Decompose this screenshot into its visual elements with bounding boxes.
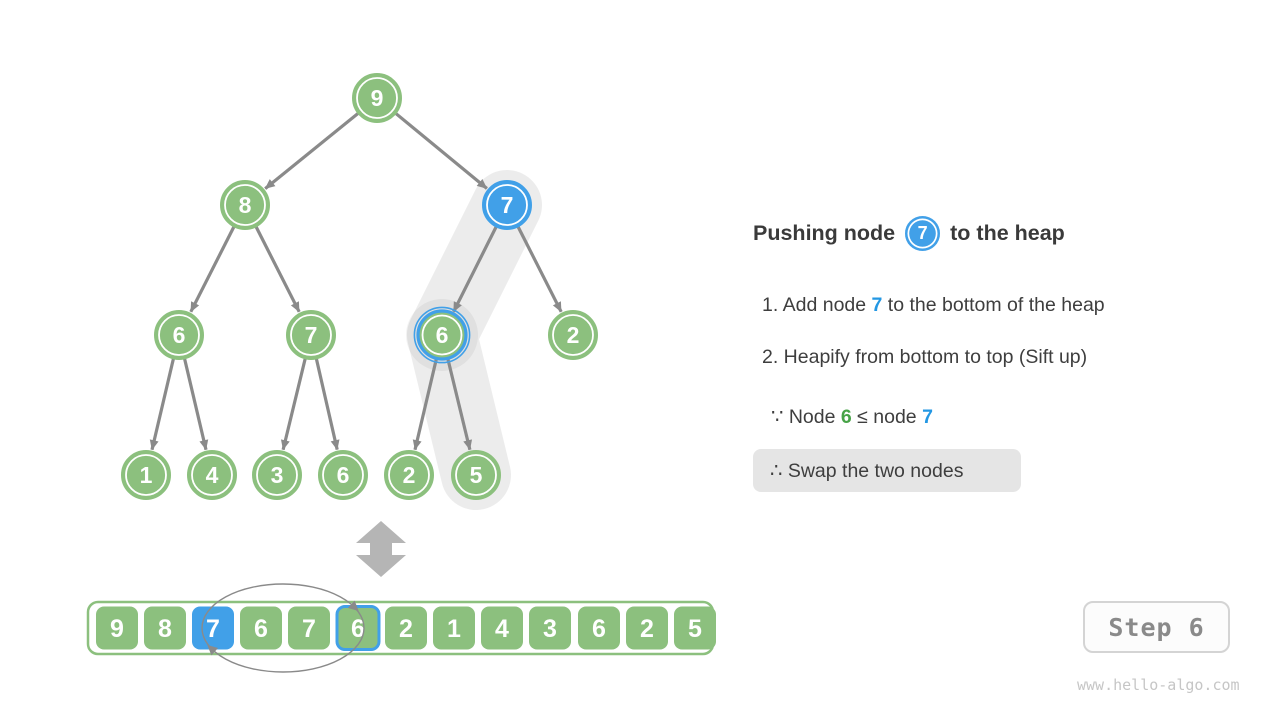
therefore-box: ∴ Swap the two nodes bbox=[753, 449, 1021, 492]
swap-arrow-ellipse bbox=[201, 583, 365, 673]
tree-array-link-icon bbox=[356, 521, 406, 577]
step-badge-label: Step 6 bbox=[1108, 612, 1205, 642]
svg-text:2: 2 bbox=[640, 615, 654, 643]
tree-node: 2 bbox=[384, 450, 434, 500]
svg-text:7: 7 bbox=[206, 615, 220, 643]
svg-text:6: 6 bbox=[592, 615, 606, 643]
svg-text:5: 5 bbox=[688, 615, 702, 643]
array-cell: 9 bbox=[96, 606, 138, 650]
panel-title-suffix: to the heap bbox=[950, 220, 1065, 245]
watermark: www.hello-algo.com bbox=[1077, 676, 1240, 694]
tree-node: 9 bbox=[352, 73, 402, 123]
array-cell: 4 bbox=[481, 606, 523, 650]
svg-text:6: 6 bbox=[173, 322, 186, 348]
svg-text:3: 3 bbox=[271, 462, 284, 488]
array-cell-pushed: 7 bbox=[192, 606, 234, 650]
tree-node: 3 bbox=[252, 450, 302, 500]
array-cell: 7 bbox=[288, 606, 330, 650]
svg-text:7: 7 bbox=[302, 615, 316, 643]
tree-node: 8 bbox=[220, 180, 270, 230]
tree-nodes: 9 8 7 6 7 bbox=[121, 73, 598, 500]
svg-text:6: 6 bbox=[337, 462, 350, 488]
array-cell: 6 bbox=[240, 606, 282, 650]
svg-text:2: 2 bbox=[403, 462, 416, 488]
svg-text:3: 3 bbox=[543, 615, 557, 643]
svg-text:8: 8 bbox=[158, 615, 172, 643]
array-cell: 6 bbox=[578, 606, 620, 650]
panel-title-prefix: Pushing node bbox=[753, 220, 896, 245]
tree-node-compared: 6 bbox=[413, 306, 471, 364]
step-badge: Step 6 bbox=[1083, 601, 1230, 653]
array-cell: 8 bbox=[144, 606, 186, 650]
heap-array: 9 8 7 6 7 6 2 bbox=[86, 600, 716, 656]
tree-node: 2 bbox=[548, 310, 598, 360]
tree-node: 1 bbox=[121, 450, 171, 500]
array-cell: 5 bbox=[674, 606, 716, 650]
svg-text:2: 2 bbox=[399, 615, 413, 643]
svg-text:9: 9 bbox=[110, 615, 124, 643]
tree-node: 4 bbox=[187, 450, 237, 500]
array-cell: 1 bbox=[433, 606, 475, 650]
instruction-step-2: 2. Heapify from bottom to top (Sift up) bbox=[762, 346, 1088, 368]
because-green-value: 6 bbox=[840, 406, 852, 428]
therefore-text: ∴ Swap the two nodes bbox=[770, 459, 964, 482]
svg-text:9: 9 bbox=[371, 85, 384, 111]
svg-text:1: 1 bbox=[140, 462, 153, 488]
tree-node: 6 bbox=[318, 450, 368, 500]
panel-title: Pushing node 7 to the heap bbox=[753, 214, 1065, 252]
pushed-node-badge: 7 bbox=[905, 215, 941, 251]
svg-text:1: 1 bbox=[447, 615, 461, 643]
tree-node-pushed: 7 bbox=[482, 180, 532, 230]
svg-text:7: 7 bbox=[501, 192, 514, 218]
svg-text:4: 4 bbox=[495, 615, 509, 643]
array-cell-compared: 6 bbox=[335, 605, 381, 651]
svg-text:6: 6 bbox=[351, 615, 365, 643]
svg-text:8: 8 bbox=[239, 192, 252, 218]
array-cell: 2 bbox=[385, 606, 427, 650]
step-1-highlight: 7 bbox=[871, 294, 883, 316]
svg-text:2: 2 bbox=[567, 322, 580, 348]
heap-diagram: 9 8 7 6 7 bbox=[86, 73, 716, 673]
svg-text:5: 5 bbox=[470, 462, 483, 488]
svg-text:6: 6 bbox=[436, 322, 449, 348]
because-line: ∵ Node 6 ≤ node 7 bbox=[771, 406, 933, 428]
array-cell: 2 bbox=[626, 606, 668, 650]
tree-node: 5 bbox=[451, 450, 501, 500]
svg-text:7: 7 bbox=[305, 322, 318, 348]
array-cell: 3 bbox=[529, 606, 571, 650]
svg-text:6: 6 bbox=[254, 615, 268, 643]
instruction-step-1: 1. Add node 7 to the bottom of the heap bbox=[762, 294, 1105, 316]
svg-text:4: 4 bbox=[206, 462, 219, 488]
because-blue-value: 7 bbox=[922, 406, 933, 428]
tree-node: 7 bbox=[286, 310, 336, 360]
pushed-node-badge-value: 7 bbox=[917, 222, 928, 243]
tree-edges bbox=[149, 111, 563, 451]
tree-node: 6 bbox=[154, 310, 204, 360]
